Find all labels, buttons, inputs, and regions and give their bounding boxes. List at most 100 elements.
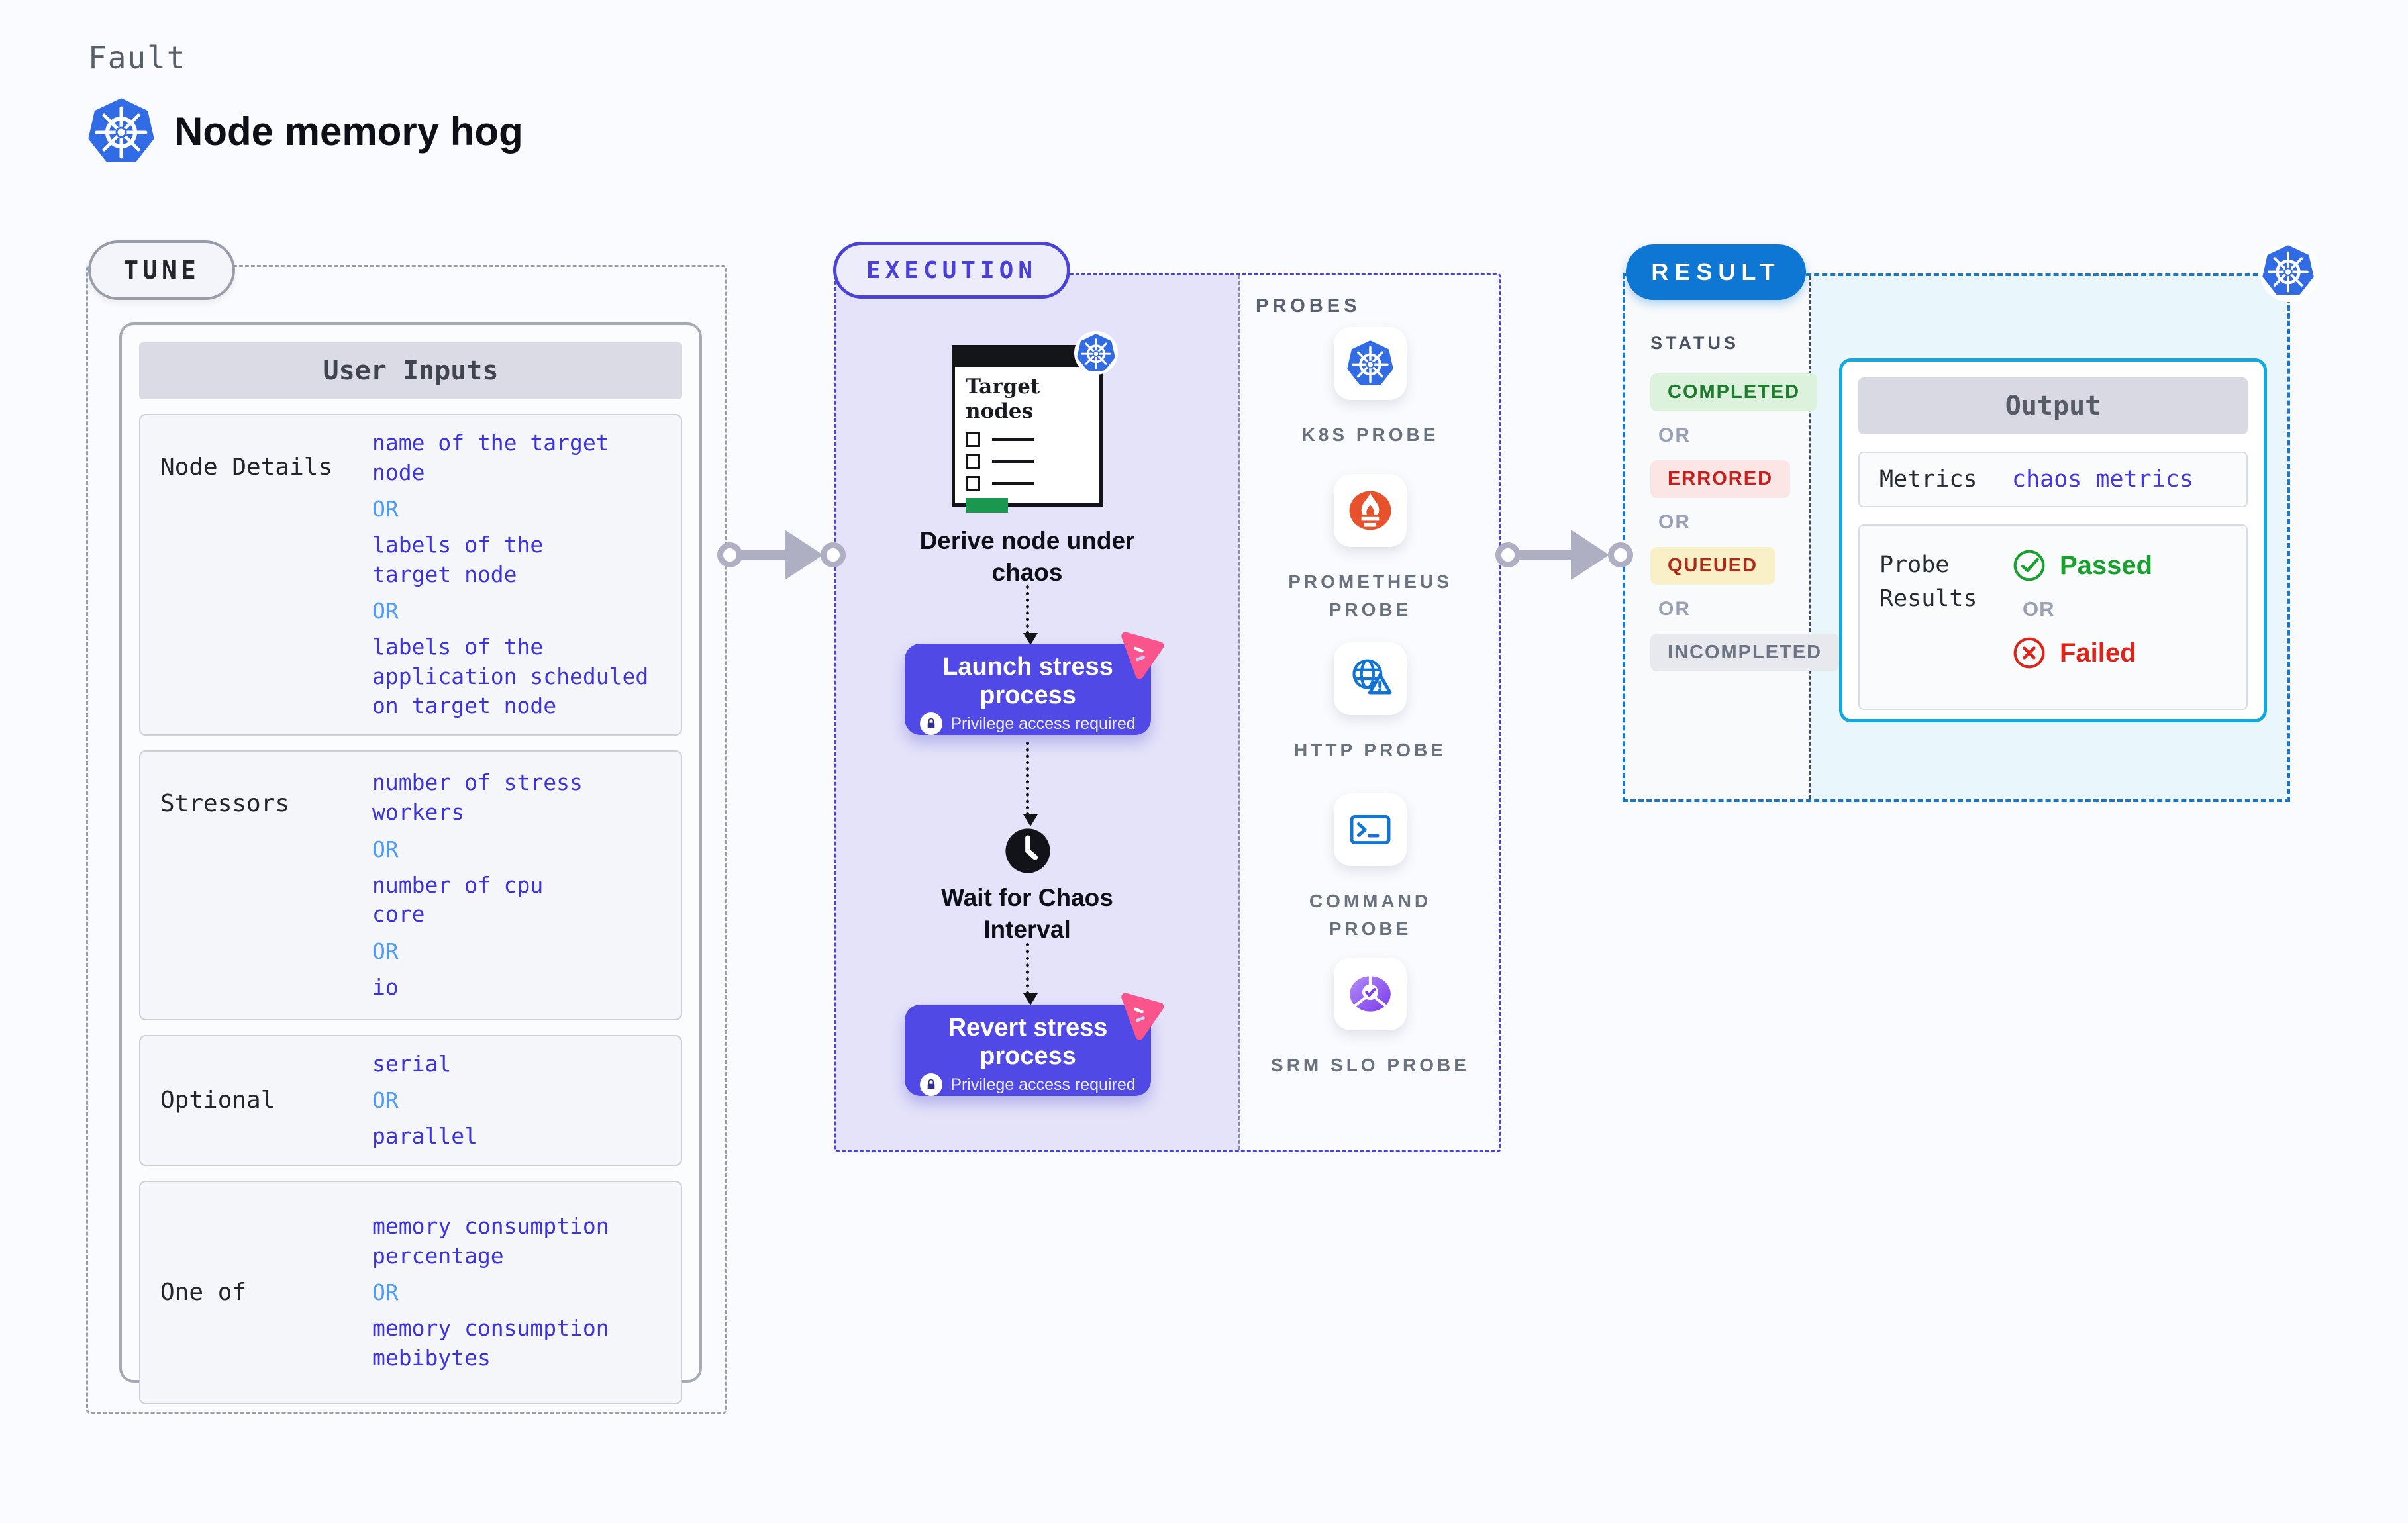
x-circle-icon	[2012, 636, 2046, 670]
launch-stress-label: Launch stress process	[942, 653, 1113, 709]
or-separator: OR	[372, 836, 399, 862]
slo-pie-check-icon	[1347, 971, 1393, 1017]
or-separator: OR	[1658, 598, 1691, 620]
wait-interval-step: Wait for Chaos Interval	[941, 884, 1113, 944]
failed-label: Failed	[2060, 638, 2136, 667]
status-badge-errored: ERRORED	[1650, 460, 1791, 498]
metrics-value: chaos metrics	[2012, 466, 2193, 493]
list-line	[992, 482, 1034, 485]
table-row-one-of: One of memory consumption percentage OR …	[139, 1180, 682, 1404]
privilege-note: Privilege access required	[950, 1075, 1136, 1094]
target-nodes-title: Target nodes	[966, 375, 1040, 423]
checkbox-icon	[966, 432, 980, 448]
row-option: parallel	[372, 1123, 477, 1150]
or-separator: OR	[372, 938, 399, 964]
derive-node-step: Derive node under chaos	[919, 527, 1135, 587]
or-separator: OR	[372, 1279, 399, 1306]
status-label: STATUS	[1650, 333, 1739, 353]
user-inputs-title: User Inputs	[139, 342, 682, 399]
green-bar	[966, 498, 1008, 513]
row-option: labels of the application scheduled on t…	[372, 634, 649, 719]
target-nodes-card: Target nodes	[952, 331, 1118, 513]
probe-results-label: Probe Results	[1880, 552, 1978, 612]
probe-name: HTTP PROBE	[1294, 740, 1446, 760]
privilege-note: Privilege access required	[950, 714, 1136, 733]
probe-item-k8s: K8S PROBE	[1240, 327, 1501, 449]
output-title: Output	[1858, 377, 2248, 434]
check-circle-icon	[2012, 548, 2046, 583]
or-separator: OR	[372, 1087, 399, 1114]
prometheus-icon	[1347, 487, 1393, 534]
fault-eyebrow: Fault	[88, 40, 187, 75]
flow-connector	[1023, 585, 1038, 645]
user-inputs-card: User Inputs Node Details name of the tar…	[119, 322, 702, 1404]
kubernetes-icon	[1347, 340, 1393, 387]
terminal-icon	[1347, 807, 1393, 853]
row-option: name of the target node	[372, 430, 609, 485]
row-option: serial	[372, 1050, 452, 1077]
tune-panel	[86, 265, 727, 1414]
row-option: memory consumption percentage	[372, 1213, 609, 1269]
probe-name: K8S PROBE	[1301, 424, 1439, 445]
list-line	[992, 438, 1034, 442]
probe-item-command: COMMAND PROBE	[1240, 793, 1501, 943]
kubernetes-icon	[88, 98, 154, 164]
http-globe-warning-icon	[1347, 656, 1393, 702]
metrics-row: Metrics chaos metrics	[1858, 452, 2248, 507]
output-card: Output Metrics chaos metrics Probe Resul…	[1839, 358, 2267, 722]
row-label: One of	[160, 1279, 247, 1306]
probe-name: SRM SLO PROBE	[1271, 1055, 1470, 1075]
table-row-node-details: Node Details name of the target node OR …	[139, 414, 682, 736]
result-pill-label: RESULT	[1626, 244, 1806, 300]
kubernetes-icon	[2260, 242, 2319, 302]
passed-label: Passed	[2060, 550, 2153, 580]
clock-icon	[1005, 828, 1051, 874]
page-title: Node memory hog	[174, 109, 523, 154]
row-option: memory consumption mebibytes	[372, 1315, 609, 1371]
probe-name: PROMETHEUS PROBE	[1288, 571, 1452, 620]
chaos-badge-icon	[1113, 629, 1168, 685]
status-badge-completed: COMPLETED	[1650, 373, 1818, 411]
row-option: io	[372, 973, 399, 1000]
checkbox-icon	[966, 454, 980, 469]
flow-connector	[1023, 943, 1038, 1005]
probes-section-label: PROBES	[1256, 295, 1361, 317]
tune-pill-label: TUNE	[88, 240, 235, 300]
probe-item-srm-slo: SRM SLO PROBE	[1240, 958, 1501, 1079]
execution-pill-label: EXECUTION	[833, 242, 1070, 299]
revert-stress-label: Revert stress process	[948, 1014, 1108, 1070]
kubernetes-icon	[1074, 331, 1118, 375]
status-badge-incompleted: INCOMPLETED	[1650, 634, 1840, 671]
or-separator: OR	[372, 598, 399, 624]
result-status-zone	[1625, 276, 1811, 799]
row-option: number of cpu core	[372, 871, 544, 928]
table-row-optional: Optional serial OR parallel	[139, 1034, 682, 1166]
lock-icon	[920, 712, 943, 736]
or-separator: OR	[2023, 597, 2055, 620]
probe-results-row: Probe Results Passed OR Failed	[1858, 524, 2248, 710]
or-separator: OR	[372, 496, 399, 522]
probe-item-http: HTTP PROBE	[1240, 642, 1501, 764]
lock-icon	[920, 1073, 943, 1097]
row-label: Optional	[160, 1087, 276, 1114]
table-row-stressors: Stressors number of stress workers OR nu…	[139, 750, 682, 1020]
chaos-badge-icon	[1113, 990, 1168, 1046]
flow-connector	[1023, 742, 1038, 826]
checkbox-icon	[966, 476, 980, 491]
status-list: COMPLETED OR ERRORED OR QUEUED OR INCOMP…	[1650, 373, 1840, 671]
revert-stress-node: Revert stress process Privilege access r…	[905, 1005, 1151, 1097]
row-option: number of stress workers	[372, 769, 583, 825]
row-label: Node Details	[160, 454, 333, 481]
probe-item-prometheus: PROMETHEUS PROBE	[1240, 474, 1501, 624]
or-separator: OR	[1658, 511, 1691, 533]
metrics-label: Metrics	[1880, 466, 1978, 493]
page-header: Node memory hog	[88, 98, 523, 164]
tune-to-execution-arrow	[717, 530, 846, 580]
or-separator: OR	[1658, 424, 1691, 446]
row-option: labels of the target node	[372, 532, 544, 587]
list-line	[992, 460, 1034, 464]
launch-stress-node: Launch stress process Privilege access r…	[905, 644, 1151, 736]
status-badge-queued: QUEUED	[1650, 547, 1776, 585]
row-label: Stressors	[160, 789, 290, 817]
